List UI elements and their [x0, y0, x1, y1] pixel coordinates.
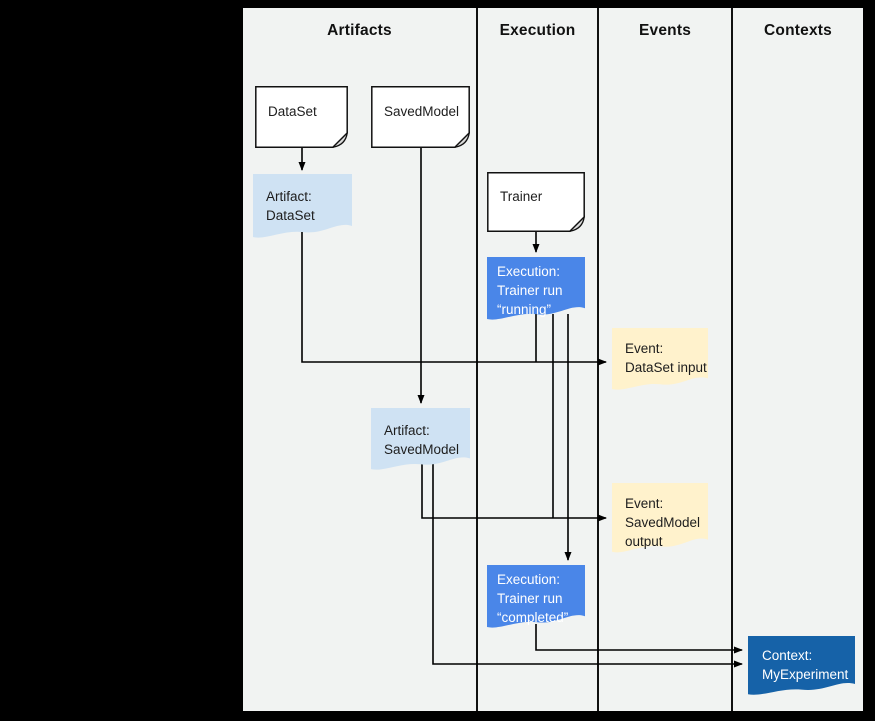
node-label: Trainer	[500, 188, 543, 204]
node-label: Event: SavedModel output	[625, 496, 701, 549]
node-label: Artifact: DataSet	[266, 189, 315, 223]
column-divider	[731, 8, 733, 711]
metadata-flow-diagram: Artifacts Execution Events Contexts	[243, 8, 863, 711]
node-label: Execution: Trainer run “completed”	[497, 572, 569, 625]
node-artifact-savedmodel: Artifact: SavedModel	[371, 408, 470, 472]
node-label: Execution: Trainer run “running”	[497, 264, 563, 317]
node-label: Event: DataSet input	[625, 341, 707, 375]
node-label: SavedModel	[384, 103, 460, 119]
column-header-artifacts: Artifacts	[327, 22, 392, 39]
node-artifact-dataset: Artifact: DataSet	[253, 174, 352, 240]
node-trainer: Trainer	[487, 172, 585, 232]
node-context-myexperiment: Context: MyExperiment	[748, 636, 855, 697]
column-header-execution: Execution	[499, 22, 576, 39]
node-dataset: DataSet	[255, 86, 348, 148]
node-label: Artifact: SavedModel	[384, 423, 460, 457]
node-label: Context: MyExperiment	[762, 648, 849, 682]
node-label: DataSet	[268, 103, 317, 119]
connector-arrows	[298, 148, 743, 668]
node-event-dataset-input: Event: DataSet input	[612, 328, 708, 392]
column-divider	[476, 8, 478, 711]
node-execution-running: Execution: Trainer run “running”	[487, 257, 585, 322]
node-event-savedmodel-output: Event: SavedModel output	[612, 483, 708, 555]
column-header-events: Events	[638, 22, 692, 39]
node-execution-completed: Execution: Trainer run “completed”	[487, 565, 585, 630]
column-header-contexts: Contexts	[764, 22, 832, 39]
node-savedmodel: SavedModel	[371, 86, 470, 148]
